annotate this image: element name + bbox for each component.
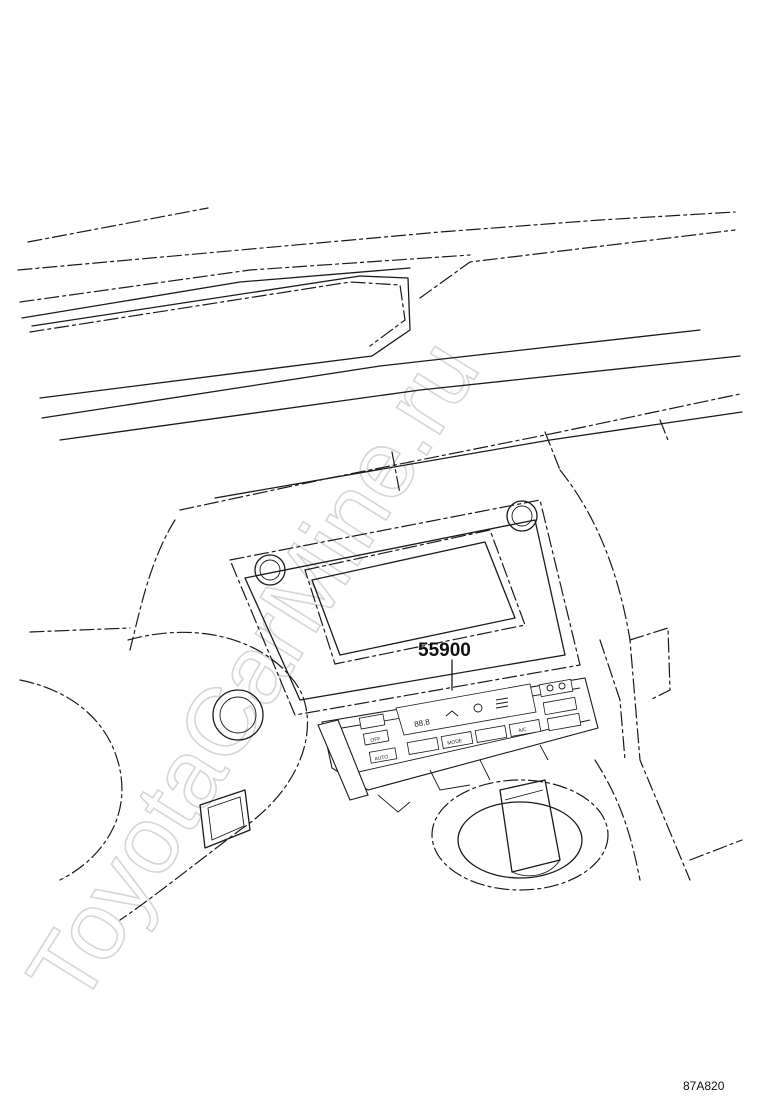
- airflow-icon: [445, 710, 459, 717]
- off-label: OFF: [370, 736, 381, 744]
- front-defog-button[interactable]: [546, 712, 582, 732]
- temp-readout: 88.8: [414, 717, 431, 729]
- left-knob-icon: [254, 554, 286, 586]
- dashboard-upper-lines: [17, 207, 741, 441]
- power-button[interactable]: [358, 713, 386, 730]
- fan-level-icon: [495, 697, 509, 709]
- mode-label: MODE: [447, 738, 463, 747]
- part-number-label: 55900: [418, 640, 471, 661]
- shift-lever: [431, 779, 609, 891]
- dashboard-lower: [19, 393, 743, 921]
- diagram-id: 87A820: [683, 1079, 725, 1093]
- auto-label: AUTO: [374, 754, 389, 762]
- center-display-bezel: [229, 499, 581, 716]
- part-callout: 55900: [418, 640, 471, 691]
- rear-defog-button[interactable]: [542, 696, 578, 716]
- left-vent: [199, 689, 264, 849]
- defrost-button[interactable]: [406, 737, 440, 755]
- recirculate-button[interactable]: [474, 725, 508, 743]
- off-button[interactable]: [362, 729, 390, 746]
- auto-button[interactable]: [368, 747, 398, 764]
- mode-button[interactable]: [440, 731, 474, 749]
- climate-display: [395, 683, 537, 736]
- fan-icon: [473, 703, 483, 713]
- ac-label: A/C: [518, 727, 528, 734]
- climate-control-panel: OFF AUTO 88.8 MODE A/C: [317, 677, 599, 813]
- right-knob-icon: [506, 500, 538, 532]
- ac-button[interactable]: [508, 719, 542, 737]
- watermark-text: ToyotaCarMine.ru: [7, 322, 499, 1021]
